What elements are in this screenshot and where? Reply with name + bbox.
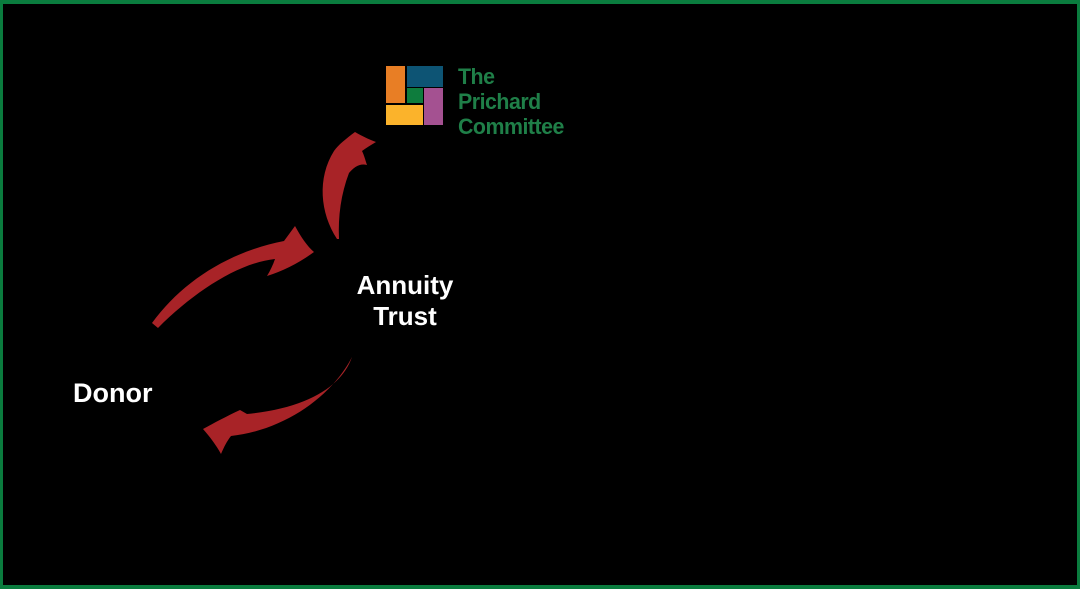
logo-line-3: Committee: [458, 114, 564, 139]
logo-line-1: The: [458, 64, 495, 89]
donor-label: Donor: [73, 378, 153, 408]
annuity-trust-label: Annuity Trust: [356, 270, 454, 331]
logo-mark-icon: [386, 66, 443, 125]
logo-block-blue: [407, 66, 443, 87]
arrow-trust-to-donor: [203, 357, 352, 454]
arrow-donor-to-trust: [152, 226, 314, 328]
logo-block-green: [407, 88, 423, 103]
prichard-committee-logo: The Prichard Committee: [386, 64, 567, 139]
logo-block-purple: [424, 88, 443, 125]
logo-block-yellow: [386, 105, 423, 125]
arrow-trust-to-committee: [322, 132, 376, 239]
logo-block-orange: [386, 66, 405, 103]
logo-line-2: Prichard: [458, 89, 541, 114]
logo-wordmark: The Prichard Committee: [458, 64, 564, 139]
